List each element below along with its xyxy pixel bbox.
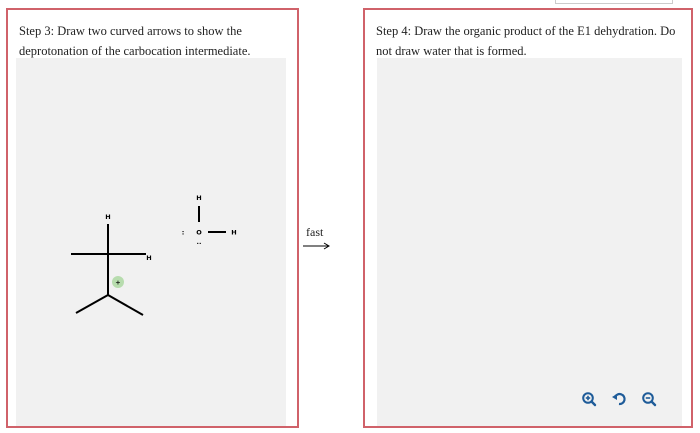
zoom-in-icon (582, 392, 597, 407)
carbocation-charge-badge[interactable] (112, 276, 124, 288)
top-strip (555, 0, 673, 4)
atom-h-right: H (146, 254, 151, 262)
step4-instruction: Step 4: Draw the organic product of the … (376, 24, 676, 58)
water-h-top: H (196, 194, 201, 202)
step3-instruction: Step 3: Draw two curved arrows to show t… (19, 24, 251, 58)
charge-label: + (115, 279, 120, 287)
zoom-out-icon (642, 392, 657, 407)
reset-zoom-button[interactable] (607, 387, 631, 411)
water-lone-pair-bottom: .. (197, 238, 202, 246)
step3-drawing-canvas[interactable]: + H H H O H : .. (16, 58, 286, 426)
atom-h-top: H (105, 213, 110, 221)
carbocation-structure: + H H H O H : .. (71, 194, 237, 316)
undo-rotate-icon (612, 392, 626, 406)
water-oxygen: O (196, 229, 202, 237)
zoom-toolbar (577, 387, 663, 413)
step4-drawing-canvas[interactable] (377, 58, 682, 426)
water-h-right: H (231, 229, 236, 237)
step3-panel: Step 3: Draw two curved arrows to show t… (6, 8, 299, 428)
reaction-condition-label: fast (306, 225, 324, 239)
bond-left-methyl (75, 294, 109, 314)
water-lone-pair-left: : (182, 229, 185, 237)
zoom-in-button[interactable] (577, 387, 601, 411)
reaction-arrow (301, 224, 361, 264)
bond-right-methyl (107, 294, 144, 316)
zoom-out-button[interactable] (637, 387, 661, 411)
step4-panel: Step 4: Draw the organic product of the … (363, 8, 693, 428)
